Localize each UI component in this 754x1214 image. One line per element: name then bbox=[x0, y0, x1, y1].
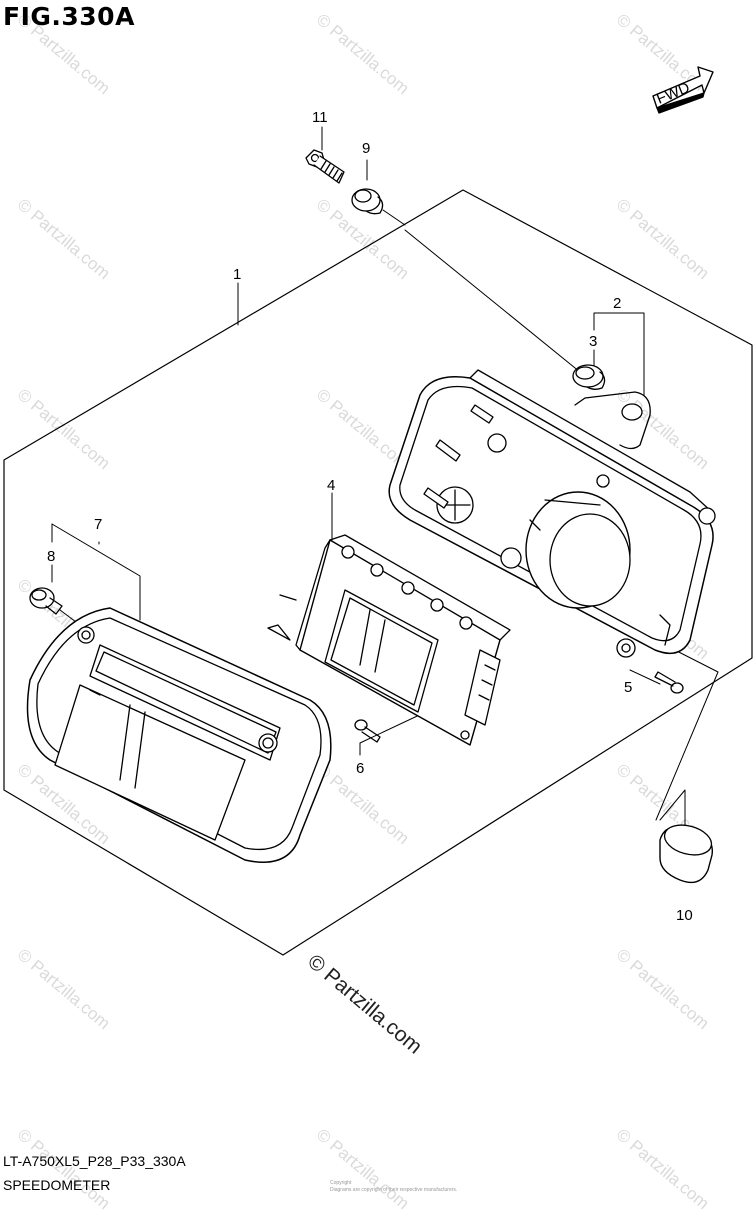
callout-7: 7 bbox=[94, 516, 102, 533]
screw-part-6 bbox=[354, 719, 381, 743]
callout-1: 1 bbox=[233, 266, 241, 283]
callout-10: 10 bbox=[676, 907, 693, 924]
assembly-outline bbox=[3, 189, 753, 956]
callout-11: 11 bbox=[312, 109, 328, 126]
front-cover-part-7 bbox=[26, 607, 332, 863]
callout-5: 5 bbox=[624, 679, 632, 696]
callout-6: 6 bbox=[356, 760, 364, 777]
callout-2: 2 bbox=[613, 295, 621, 312]
cap-part-10 bbox=[659, 824, 714, 884]
diagram-name: SPEEDOMETER bbox=[3, 1177, 111, 1193]
callout-3: 3 bbox=[589, 333, 597, 350]
grommet-part-9 bbox=[351, 188, 384, 215]
screw-part-5 bbox=[654, 671, 684, 694]
fine-print-line-2: Diagrams are copyright of their respecti… bbox=[330, 1187, 458, 1193]
fwd-arrow-icon bbox=[652, 66, 714, 114]
callout-8: 8 bbox=[47, 548, 55, 565]
meter-assembly-part-4 bbox=[267, 534, 511, 746]
figure-title: FIG.330A bbox=[3, 2, 135, 31]
bolt-part-11 bbox=[305, 149, 345, 184]
diagram-code: LT-A750XL5_P28_P33_330A bbox=[3, 1153, 186, 1169]
callout-4: 4 bbox=[327, 477, 335, 494]
grommet-part-3 bbox=[572, 364, 606, 390]
screw-part-8 bbox=[29, 587, 63, 615]
callout-9: 9 bbox=[362, 140, 370, 157]
meter-case-part-2 bbox=[388, 369, 716, 658]
fine-print-line-1: Copyright bbox=[330, 1180, 352, 1186]
